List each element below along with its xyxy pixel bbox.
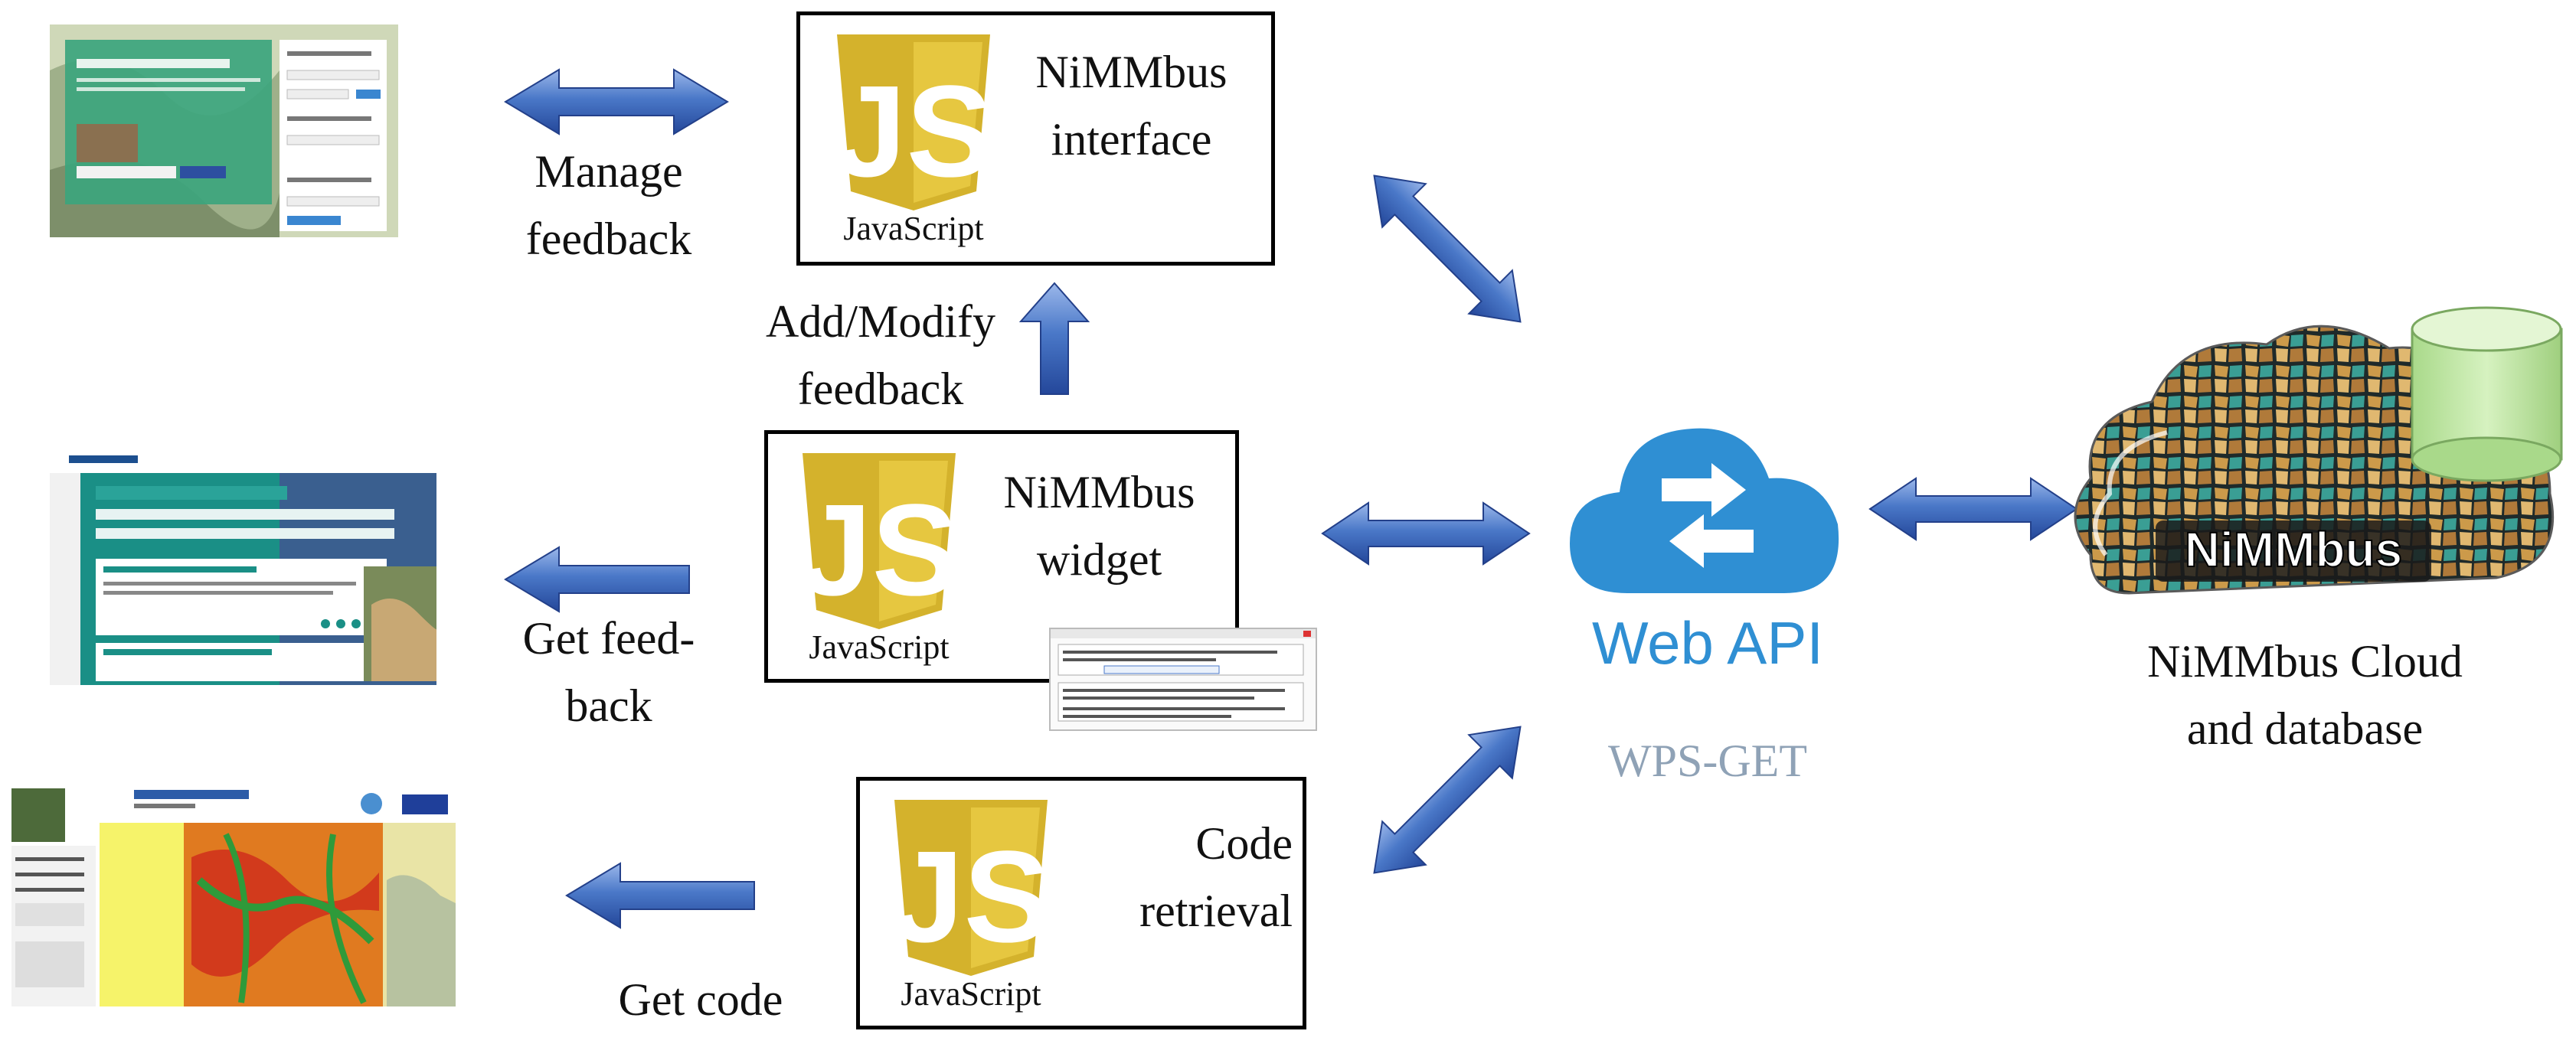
web-api-cloud-icon [1562, 409, 1853, 601]
get-feedback-left-arrow [504, 546, 690, 613]
wps-get-label: WPS-GET [1608, 736, 1807, 786]
nimmbus-interface-box: JS JavaScript NiMMbus interface [796, 11, 1275, 266]
widget-api-double-arrow [1321, 501, 1531, 566]
add-modify-up-arrow [1018, 282, 1090, 395]
nimmbus-cloud-icon: NiMMbus [2060, 302, 2569, 639]
javascript-logo-icon: JS JavaScript [834, 34, 993, 249]
manage-feedback-label: Manage feedback [525, 146, 692, 264]
code-api-diagonal-arrow [1373, 726, 1522, 874]
api-cloud-double-arrow [1868, 477, 2078, 541]
nimmbus-interface-title: NiMMbus interface [1035, 47, 1228, 165]
get-code-left-arrow [565, 862, 755, 929]
code-retrieval-title: Code retrieval [1139, 818, 1293, 936]
javascript-logo-icon: JS JavaScript [799, 453, 959, 667]
svg-text:JS: JS [803, 478, 956, 623]
get-feedback-label: Get feed- back [522, 613, 695, 731]
interface-api-diagonal-arrow [1373, 175, 1522, 323]
svg-text:JS: JS [894, 824, 1048, 970]
add-modify-feedback-label: Add/Modify feedback [766, 296, 995, 414]
nimmbus-cloud-caption: NiMMbus Cloud and database [2147, 636, 2463, 754]
protected-areas-screenshot [11, 788, 456, 1006]
database-icon [2411, 306, 2563, 482]
get-code-label: Get code [618, 974, 783, 1025]
nimmbus-widget-title: NiMMbus widget [1003, 467, 1195, 585]
nimmbus-interface-screenshot [50, 24, 398, 237]
javascript-logo-icon: JS JavaScript [891, 800, 1051, 1014]
nimmbus-cloud-logo-text: NiMMbus [2185, 522, 2402, 577]
nextgeoss-screenshot [50, 452, 436, 685]
svg-text:JS: JS [837, 59, 990, 204]
manage-double-arrow [504, 68, 729, 135]
code-retrieval-box: JS JavaScript Code retrieval [856, 777, 1306, 1029]
web-api-label: Web API [1591, 609, 1824, 677]
widget-popup-screenshot [1049, 628, 1317, 731]
